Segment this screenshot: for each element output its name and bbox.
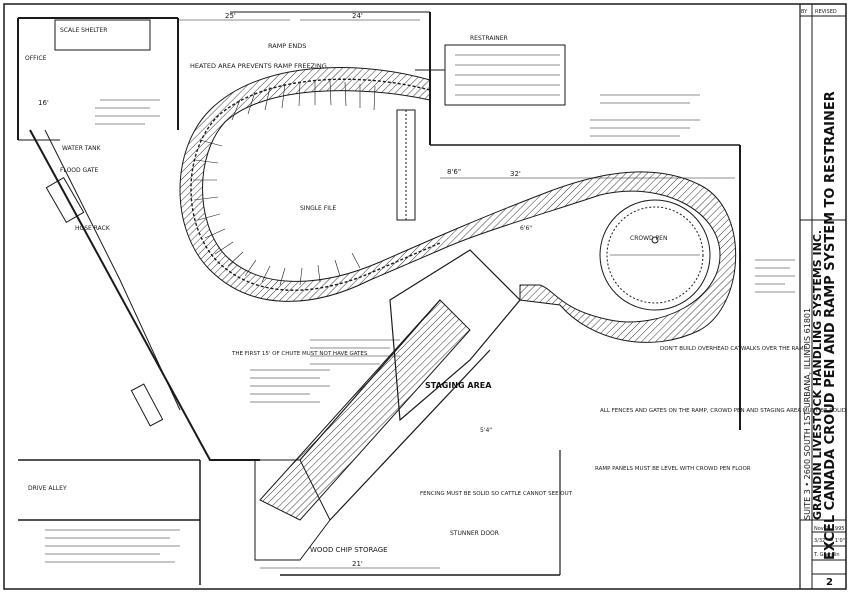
label-office: OFFICE: [25, 55, 47, 62]
label-drive-alley: DRIVE ALLEY: [28, 485, 67, 492]
label-water-tank: WATER TANK: [62, 145, 102, 152]
dim-24: 24': [352, 12, 363, 20]
label-stunner-door: STUNNER DOOR: [450, 530, 499, 537]
dimensions: 25' 24' 32' 8'6" 21' 16' 6'6" 5'4": [38, 12, 735, 569]
label-ramp-ends: RAMP ENDS: [268, 42, 306, 50]
note-fencing: FENCING MUST BE SOLID SO CATTLE CANNOT S…: [420, 491, 573, 497]
label-wood-chip-storage: WOOD CHIP STORAGE: [310, 546, 388, 554]
note-holding: ALL FENCES AND GATES ON THE RAMP, CROWD …: [600, 408, 846, 414]
label-hose-rack: HOSE RACK: [75, 225, 111, 232]
label-crowd-pen: CROWD PEN: [630, 235, 667, 242]
title-line-2: GRANDIN LIVESTOCK HANDLING SYSTEMS INC.: [811, 230, 824, 520]
label-flood-gate: FLOOD GATE: [60, 167, 99, 174]
drawn-by: T. Grandin: [813, 552, 840, 558]
sheet-number: 2: [826, 577, 833, 588]
label-single-file: SINGLE FILE: [300, 205, 336, 212]
drawing-scale: 3/32" = 1'0": [814, 538, 845, 544]
title-line-1: EXCEL CANADA CROUD PEN AND RAMP SYSTEM T…: [823, 91, 838, 560]
restrainer-area: [415, 44, 566, 106]
label-scale-shelter: SCALE SHELTER: [60, 27, 107, 34]
dim-21: 21': [352, 560, 363, 568]
revised-header: REVISED: [815, 9, 837, 15]
label-restrainer: RESTRAINER: [470, 35, 508, 42]
area-labels: HEATED AREA PREVENTS RAMP FREEZING RAMP …: [25, 27, 667, 554]
staging-lane: [254, 249, 521, 561]
crowd-pen: [599, 199, 711, 311]
drawing-date: Nov 2, 1995: [814, 526, 844, 532]
note-gate: THE FIRST 15' OF CHUTE MUST NOT HAVE GAT…: [231, 351, 368, 357]
label-staging-area: STAGING AREA: [425, 381, 492, 390]
drawing-border: [3, 3, 847, 590]
dim-8-6: 8'6": [447, 168, 461, 176]
by-header: BY: [801, 9, 808, 15]
label-heated-area: HEATED AREA PREVENTS RAMP FREEZING: [190, 62, 327, 70]
title-line-3: SUITE 3 • 2600 SOUTH 1ST URBANA, ILLINOI…: [803, 308, 812, 520]
dim-16: 16': [38, 99, 49, 107]
note-ramp: RAMP PANELS MUST BE LEVEL WITH CROWD PEN…: [595, 466, 751, 472]
dim-6-6: 6'6": [520, 225, 532, 232]
title-block: REVISED BY EXCEL CANADA CROUD PEN AND RA…: [800, 4, 846, 589]
sketch-details: [45, 94, 795, 563]
serpentine-ramp: [179, 67, 737, 343]
building-walls: [17, 11, 741, 585]
dim-5-4: 5'4": [480, 427, 492, 434]
note-cattle: DON'T BUILD OVERHEAD CATWALKS OVER THE R…: [660, 346, 808, 352]
notes: ALL FENCES AND GATES ON THE RAMP, CROWD …: [231, 346, 846, 497]
dim-32: 32': [510, 170, 521, 178]
approach-lane: [396, 109, 416, 221]
dim-25: 25': [225, 12, 236, 20]
